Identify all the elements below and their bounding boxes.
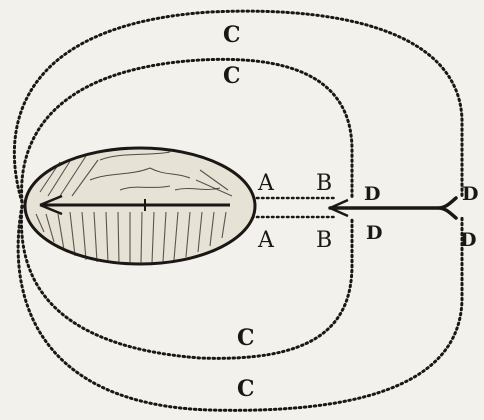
lodestone (25, 148, 255, 264)
label-c-upper-inner: C (223, 63, 241, 89)
label-c-upper-outer: C (223, 22, 241, 48)
needle-arrow (330, 198, 456, 218)
label-d-lower-inner: D (366, 222, 382, 244)
label-a-lower: A (257, 228, 275, 253)
label-d-upper-inner: D (364, 183, 380, 205)
label-d-lower-outer: D (460, 229, 476, 251)
label-a-upper: A (257, 171, 275, 196)
label-d-upper-outer: D (462, 183, 478, 205)
label-b-upper: B (316, 171, 332, 196)
label-c-lower-inner: C (237, 325, 255, 351)
label-b-lower: B (316, 228, 332, 253)
label-c-lower-outer: C (237, 376, 255, 402)
